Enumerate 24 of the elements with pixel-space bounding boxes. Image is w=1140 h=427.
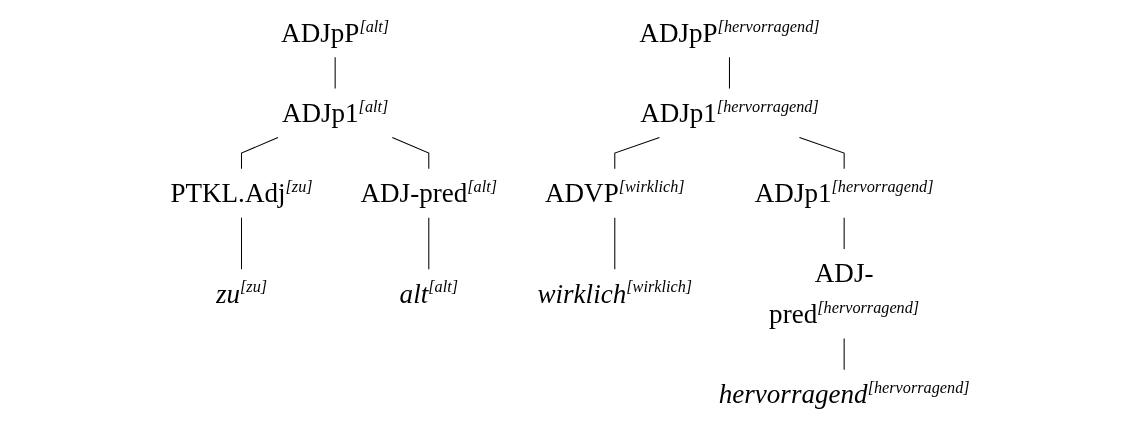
node-text: ADJ-pred$^{[hervorragend]}$ xyxy=(769,258,920,330)
node-text: wirklich$^{[wirklich]}$ xyxy=(537,277,693,309)
connector xyxy=(428,217,430,270)
connector xyxy=(728,56,730,90)
node-text: ADJpP$^{[hervorragend]}$ xyxy=(639,17,820,48)
connector xyxy=(798,136,845,170)
node-text: ADJpP$^{[alt]}$ xyxy=(281,17,390,48)
node-text: hervorragend$^{[hervorragend]}$ xyxy=(718,378,970,410)
node-text: zu$^{[zu]}$ xyxy=(215,277,268,309)
node-text: PTKL.Adj$^{[zu]}$ xyxy=(170,177,313,209)
connector xyxy=(843,337,845,371)
connector xyxy=(614,217,616,270)
node-text: ADJp1$^{[alt]}$ xyxy=(281,97,389,129)
node-text: ADJp1$^{[hervorragend]}$ xyxy=(754,177,934,209)
node-text: ADJp1$^{[hervorragend]}$ xyxy=(640,97,819,129)
connector xyxy=(241,136,279,170)
connector xyxy=(843,217,845,250)
node-text: ADJ-pred$^{[alt]}$ xyxy=(360,177,498,209)
connector xyxy=(614,136,660,170)
connector xyxy=(241,217,242,270)
connector xyxy=(391,136,430,170)
node-text: ADVP$^{[wirklich]}$ xyxy=(544,177,685,209)
connector xyxy=(334,56,336,90)
node-text: alt$^{[alt]}$ xyxy=(399,277,458,309)
